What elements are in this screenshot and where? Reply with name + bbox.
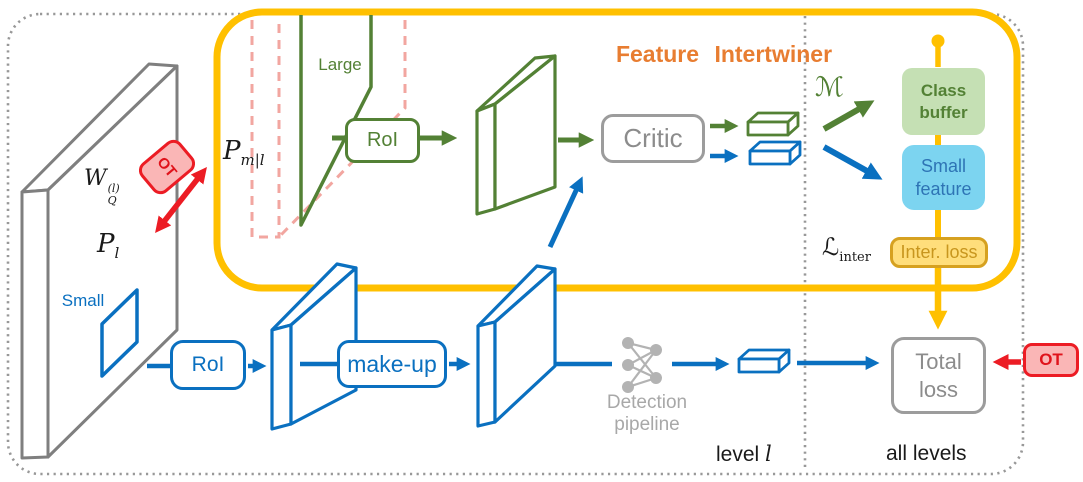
yellow-pin-icon <box>931 34 945 48</box>
detection-pipeline-nn-icon <box>622 337 662 393</box>
arrow-map-to-class-buffer <box>822 100 875 132</box>
blue-output-brick-icon <box>737 348 791 374</box>
all-levels-region-label: all levels <box>886 442 967 465</box>
blue-feature-slab1-icon <box>270 262 358 431</box>
arrow-slab2-to-critic <box>547 176 584 249</box>
class-buffer-box: Class buffer <box>902 68 985 135</box>
blue-brick-icon <box>748 140 802 166</box>
small-feature-box: Small feature <box>902 145 985 210</box>
figure-title: Feature Intertwiner <box>615 41 833 67</box>
large-label: Large <box>318 55 362 74</box>
large-funnel-icon <box>299 15 373 227</box>
query-weight-label: W(l)Q <box>84 166 120 208</box>
green-brick-icon <box>746 111 800 137</box>
pink-dashed-projection-icon <box>250 20 407 239</box>
intertwiner-frame <box>213 8 1021 292</box>
green-feature-slab-icon <box>475 54 557 216</box>
critic-box: Critic <box>601 114 705 163</box>
map-symbol-label: ℳ <box>815 72 844 103</box>
pyramid-level-label: Pl <box>97 229 120 263</box>
small-label: Small <box>61 291 105 310</box>
ot-badge-right: OT <box>1023 343 1079 377</box>
ot-double-arrow-icon <box>155 166 207 234</box>
level-region-label: level l <box>716 442 772 466</box>
roi-box-large: RoI <box>345 118 420 163</box>
inter-loss-box: Inter. loss <box>890 237 988 268</box>
detection-pipeline-label: Detection pipeline <box>606 392 688 435</box>
inter-loss-symbol-label: ℒinter <box>822 233 871 265</box>
roi-box-small: RoI <box>170 340 246 390</box>
makeup-box: make-up <box>337 340 447 388</box>
proposal-label: Pm|l <box>223 136 265 170</box>
blue-feature-slab2-icon <box>476 264 557 428</box>
small-region-parallelogram-icon <box>100 288 139 378</box>
total-loss-box: Total loss <box>891 337 986 414</box>
arrow-to-small-feature <box>822 144 883 180</box>
